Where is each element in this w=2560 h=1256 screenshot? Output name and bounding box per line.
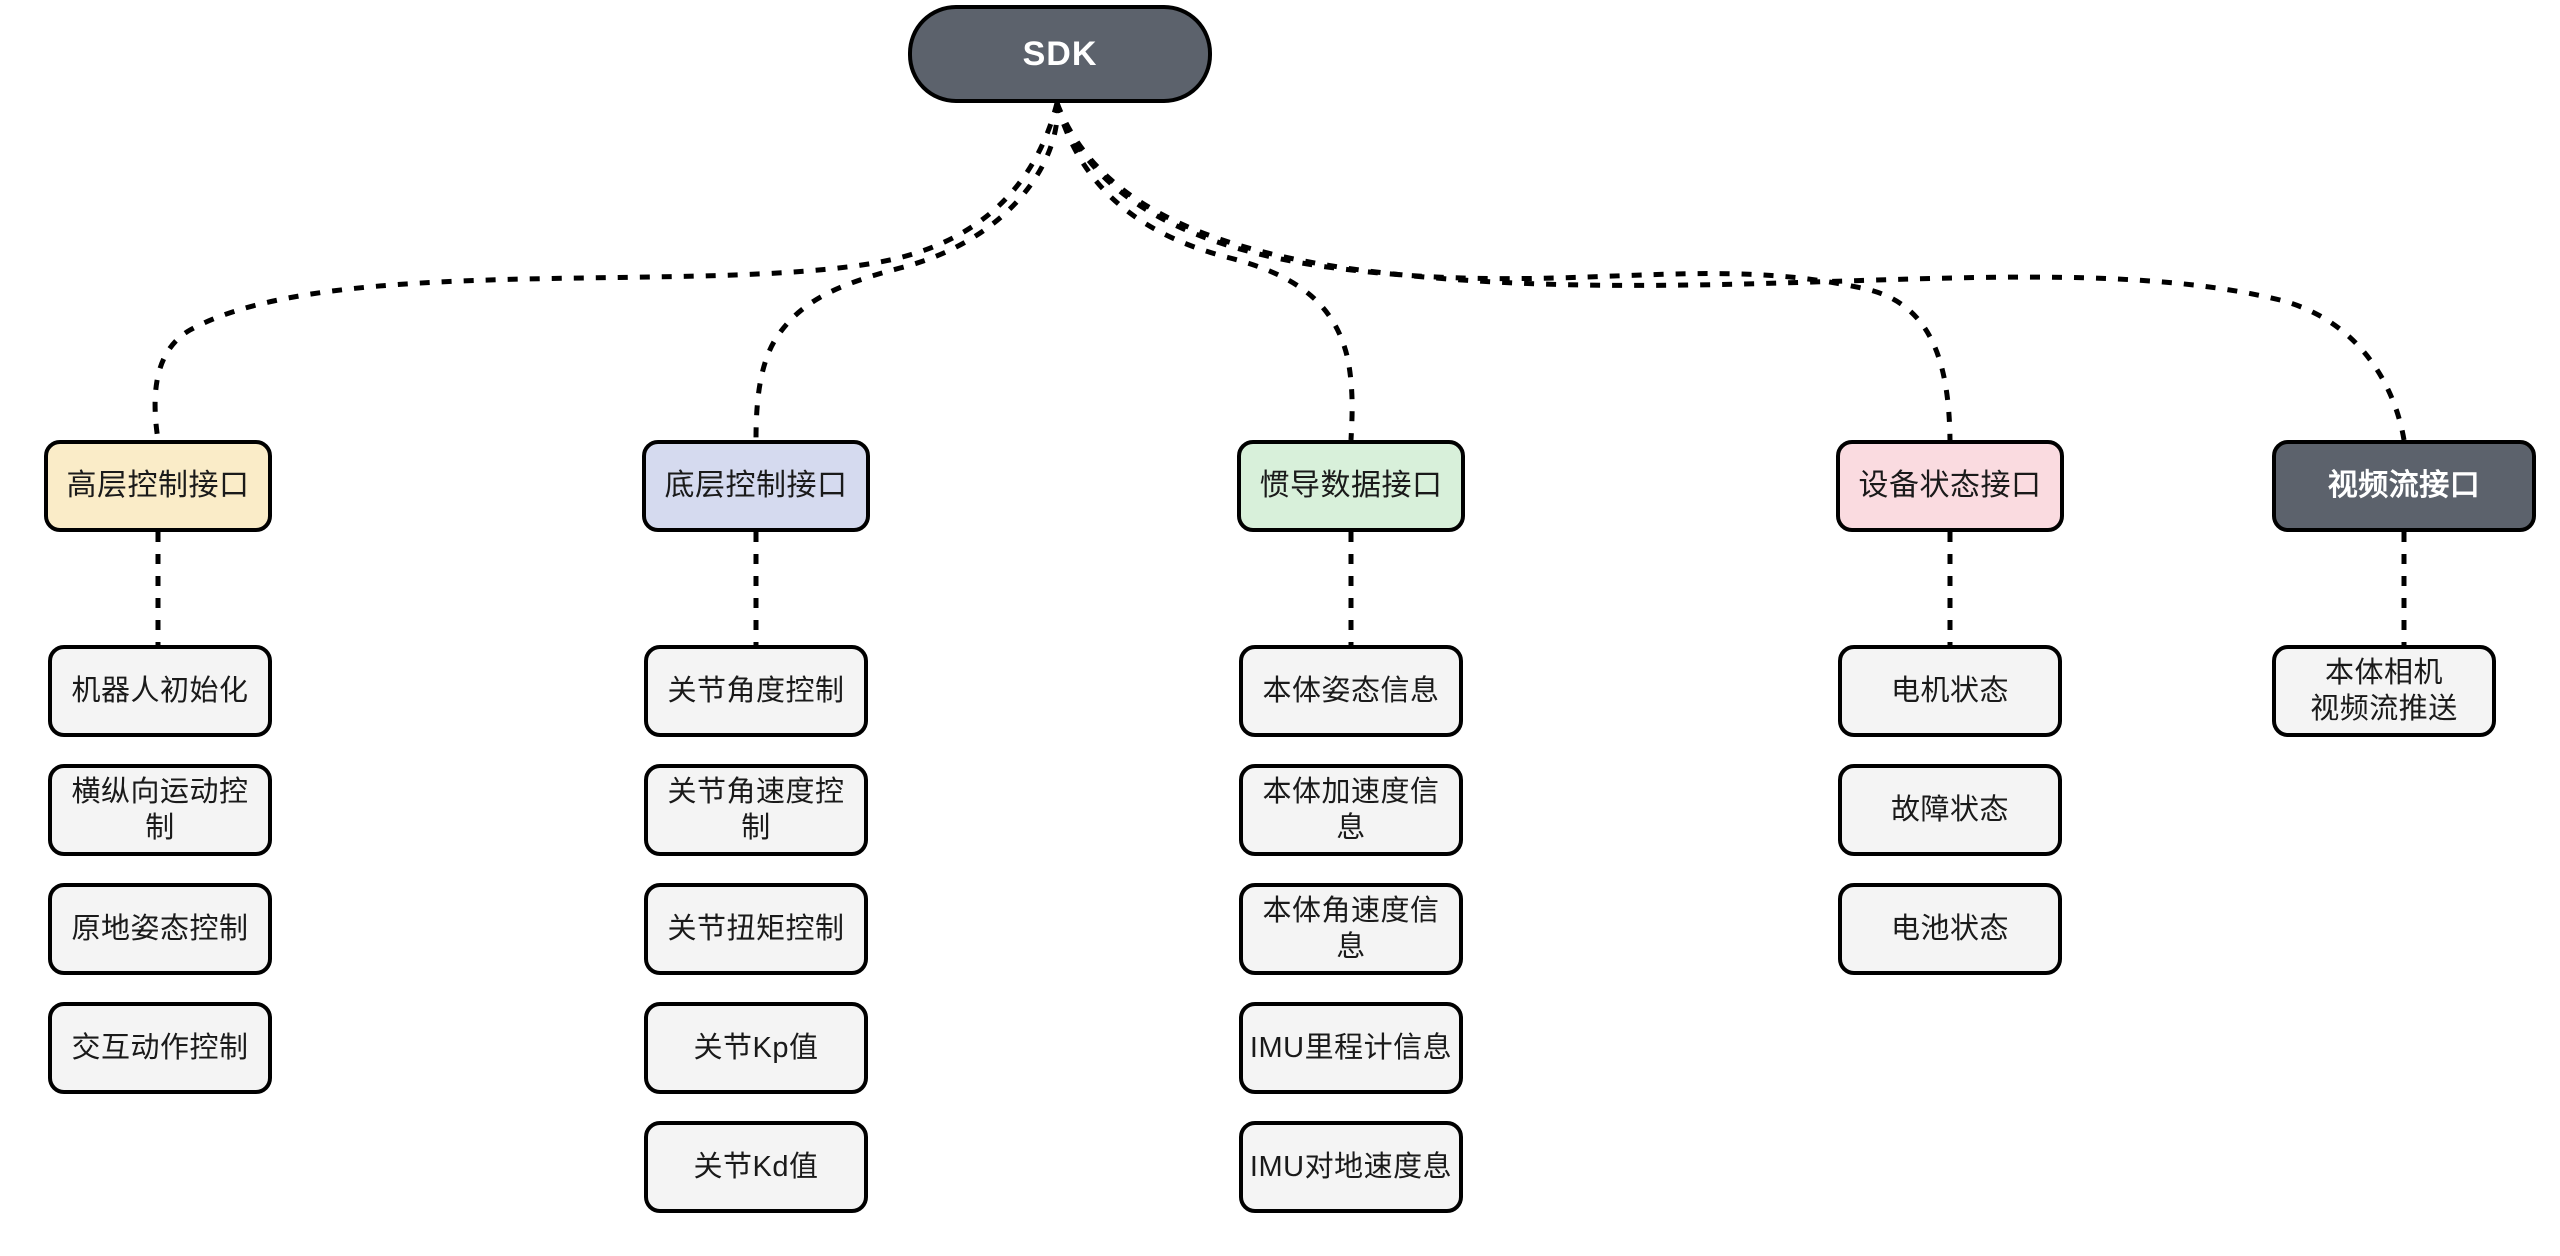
- leaf-label: 本体角速度信息: [1262, 894, 1440, 963]
- edge-sdk-to-device-status: [1054, 102, 1953, 441]
- leaf-low-level-control-2[interactable]: 关节扭矩控制: [644, 883, 868, 975]
- leaf-low-level-control-4[interactable]: 关节Kd值: [644, 1121, 868, 1213]
- edge-sdk-to-video-stream: [1054, 102, 2407, 441]
- leaf-imu-data-3[interactable]: IMU里程计信息: [1239, 1002, 1463, 1094]
- node-category-low-level-control-label: 底层控制接口: [664, 469, 848, 503]
- leaf-label: 电池状态: [1890, 912, 2009, 945]
- node-category-device-status[interactable]: 设备状态接口: [1836, 440, 2064, 532]
- leaf-label: 故障状态: [1890, 793, 2009, 826]
- leaf-device-status-2[interactable]: 电池状态: [1838, 883, 2062, 975]
- leaf-imu-data-0[interactable]: 本体姿态信息: [1239, 645, 1463, 737]
- node-category-device-status-label: 设备状态接口: [1858, 469, 2042, 503]
- leaf-label: 关节Kp值: [693, 1031, 819, 1064]
- leaf-imu-data-2[interactable]: 本体角速度信息: [1239, 883, 1463, 975]
- leaf-high-level-control-0[interactable]: 机器人初始化: [48, 645, 272, 737]
- leaf-high-level-control-1[interactable]: 横纵向运动控制: [48, 764, 272, 856]
- leaf-label: 关节扭矩控制: [667, 912, 845, 945]
- leaf-label: 机器人初始化: [71, 674, 249, 707]
- node-category-high-level-control[interactable]: 高层控制接口: [44, 440, 272, 532]
- node-category-imu-data[interactable]: 惯导数据接口: [1237, 440, 1465, 532]
- leaf-high-level-control-2[interactable]: 原地姿态控制: [48, 883, 272, 975]
- leaf-imu-data-1[interactable]: 本体加速度信息: [1239, 764, 1463, 856]
- leaf-label: IMU里程计信息: [1249, 1031, 1453, 1064]
- leaf-label-multiline: 本体相机视频流推送: [2310, 656, 2458, 725]
- edge-sdk-to-imu-data: [1054, 102, 1355, 441]
- leaf-label: 横纵向运动控制: [71, 775, 249, 844]
- leaf-label: 电机状态: [1890, 674, 2009, 707]
- node-category-imu-data-label: 惯导数据接口: [1259, 469, 1443, 503]
- leaf-device-status-1[interactable]: 故障状态: [1838, 764, 2062, 856]
- node-category-high-level-control-label: 高层控制接口: [66, 469, 250, 503]
- leaf-video-stream-0[interactable]: 本体相机视频流推送: [2272, 645, 2496, 737]
- leaf-label: 原地姿态控制: [71, 912, 249, 945]
- leaf-label: 本体加速度信息: [1262, 775, 1440, 844]
- leaf-label: 本体姿态信息: [1262, 674, 1440, 707]
- node-category-video-stream-label: 视频流接口: [2327, 469, 2481, 503]
- leaf-label: 关节Kd值: [693, 1150, 819, 1183]
- leaf-low-level-control-0[interactable]: 关节角度控制: [644, 645, 868, 737]
- node-sdk-root-label: SDK: [1022, 34, 1098, 73]
- leaf-label: IMU对地速度息: [1249, 1150, 1453, 1183]
- leaf-low-level-control-1[interactable]: 关节角速度控制: [644, 764, 868, 856]
- leaf-label: 关节角度控制: [667, 674, 845, 707]
- node-category-video-stream[interactable]: 视频流接口: [2272, 440, 2536, 532]
- leaf-label: 关节角速度控制: [667, 775, 845, 844]
- node-category-low-level-control[interactable]: 底层控制接口: [642, 440, 870, 532]
- leaf-high-level-control-3[interactable]: 交互动作控制: [48, 1002, 272, 1094]
- leaf-device-status-0[interactable]: 电机状态: [1838, 645, 2062, 737]
- leaf-low-level-control-3[interactable]: 关节Kp值: [644, 1002, 868, 1094]
- leaf-imu-data-4[interactable]: IMU对地速度息: [1239, 1121, 1463, 1213]
- leaf-label: 交互动作控制: [71, 1031, 249, 1064]
- node-sdk-root[interactable]: SDK: [908, 5, 1212, 103]
- edge-sdk-to-low-level-control: [753, 102, 1060, 441]
- edge-sdk-to-high-level-control: [152, 102, 1060, 441]
